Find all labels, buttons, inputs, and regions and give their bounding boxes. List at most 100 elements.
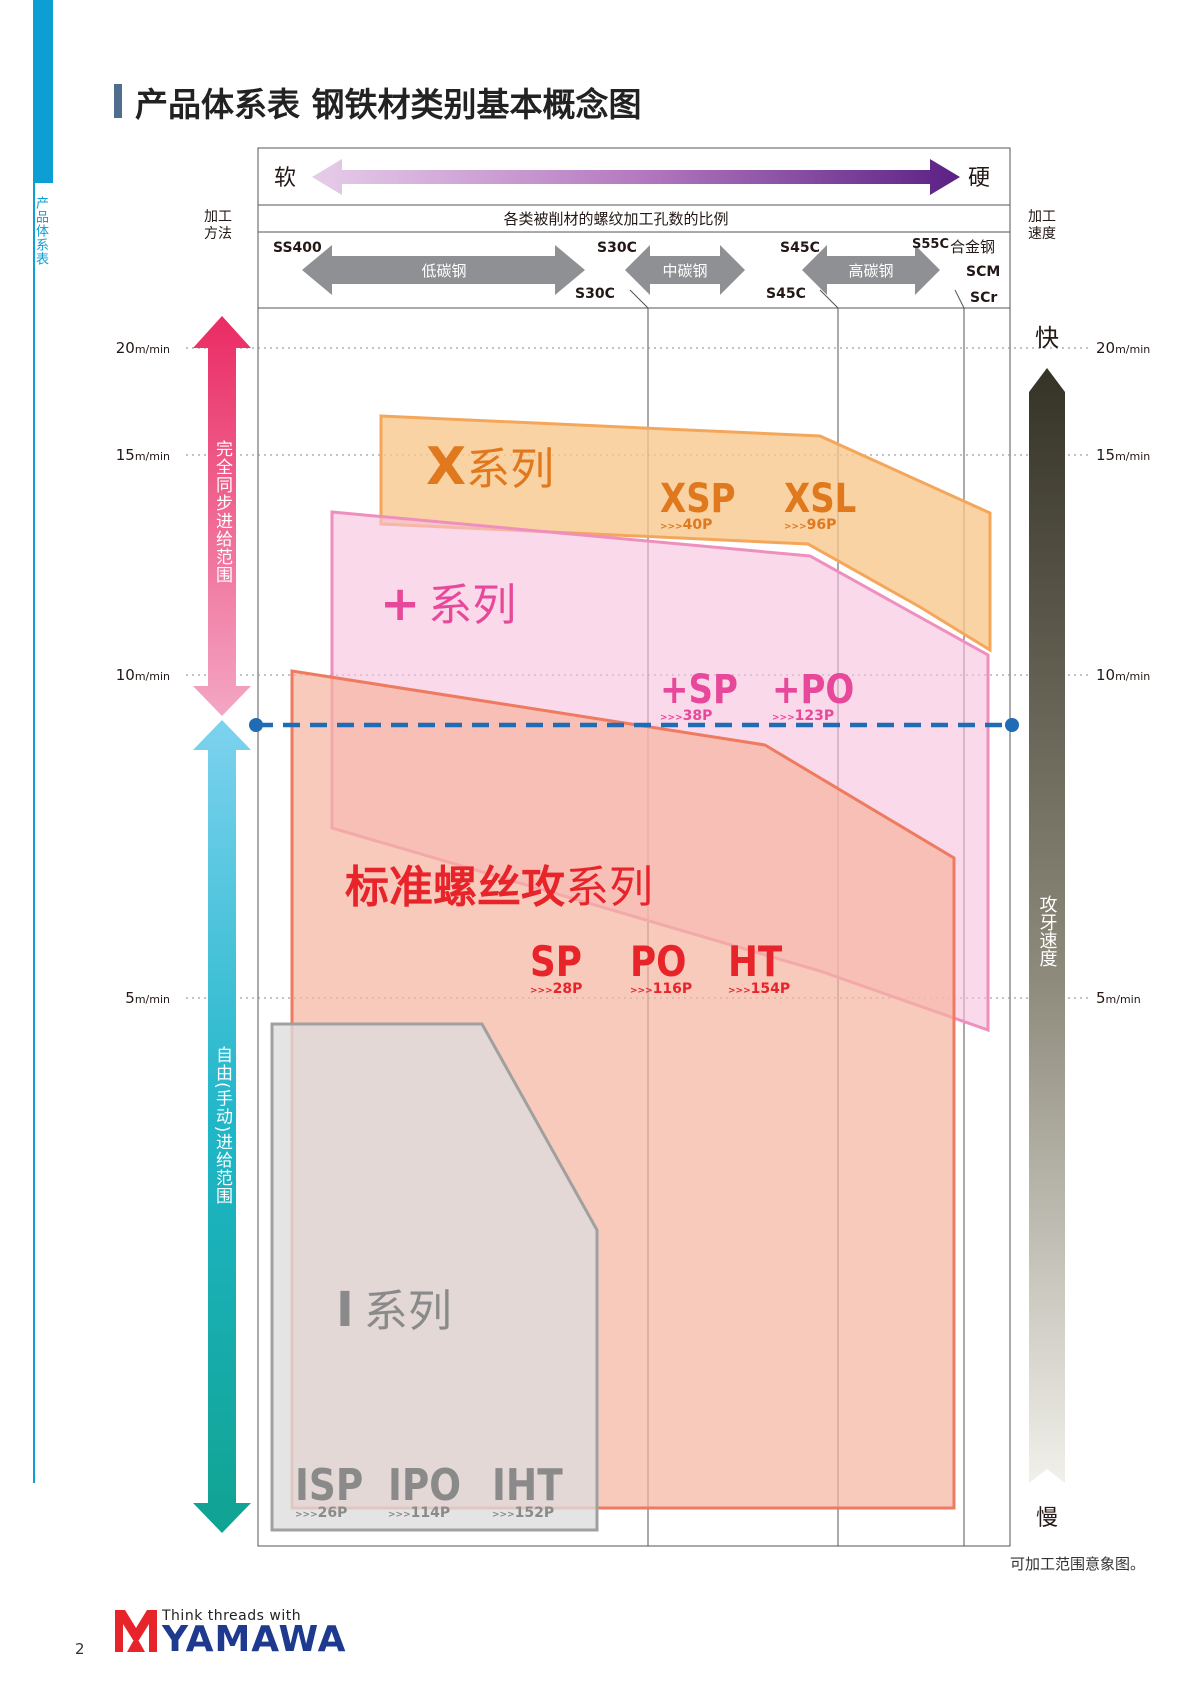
i-series-suffix: 系列 (364, 1286, 452, 1337)
speed-header-line1: 加工 (1028, 209, 1056, 225)
tick-left-15-value: 15 (116, 446, 135, 464)
tick-right-15: 15m/min (1096, 446, 1150, 464)
hardness-arrow (312, 159, 960, 195)
grade-s55c: S55C (912, 237, 949, 252)
tick-right-15-value: 15 (1096, 446, 1115, 464)
brand-name: YAMAWA (162, 1619, 347, 1660)
speed-slow-label: 慢 (1036, 1506, 1058, 1531)
tick-right-20: 20m/min (1096, 339, 1150, 357)
x-series-prefix: X (426, 437, 466, 497)
grade-s30c-top: S30C (597, 240, 637, 256)
speed-fast-label: 快 (1035, 324, 1059, 352)
product-plus-po-name: +PO (772, 666, 854, 712)
x-series-suffix: 系列 (466, 444, 554, 495)
tick-left-15: 15m/min (116, 446, 170, 464)
boundary-dot-right (1005, 718, 1019, 732)
product-xsl-name: XSL (784, 475, 856, 521)
tick-left-10-unit: m/min (135, 670, 170, 683)
tick-right-20-unit: m/min (1115, 343, 1150, 356)
product-plus-po-pitch-prefix: >>> (772, 713, 795, 723)
grade-scr: SCr (970, 290, 997, 306)
tick-right-20-value: 20 (1096, 339, 1115, 357)
product-ipo-pitch-prefix: >>> (388, 1510, 411, 1520)
page-number: 2 (75, 1640, 85, 1658)
product-plus-sp-name: +SP (660, 666, 738, 712)
standard-series-bold: 标准螺丝攻 (345, 862, 565, 913)
plus-series-prefix: + (380, 576, 420, 632)
sidebar-tab (33, 0, 53, 183)
x-series-title: X系列 (426, 437, 554, 497)
method-header: 加工方法 (204, 209, 232, 242)
product-po-name: PO (630, 938, 687, 986)
product-ipo-pitch: >>>114P (388, 1505, 450, 1521)
product-sp-name: SP (530, 938, 582, 986)
product-sp-pitch-prefix: >>> (530, 986, 553, 996)
grade-s45c-bottom: S45C (766, 286, 806, 302)
boundary-dot-left (249, 718, 263, 732)
mid-carbon-label: 中碳钢 (662, 262, 707, 280)
product-xsl-pitch-value: 96P (807, 517, 837, 533)
tick-left-10: 10m/min (116, 666, 170, 684)
product-ipo-name: IPO (388, 1459, 461, 1511)
label-hard: 硬 (968, 166, 990, 191)
method-header-line1: 加工 (204, 209, 232, 225)
tick-left-20-unit: m/min (135, 343, 170, 356)
tick-right-10-unit: m/min (1115, 670, 1150, 683)
product-ht-pitch-value: 154P (751, 981, 790, 997)
tick-right-5: 5m/min (1096, 989, 1141, 1007)
product-xsp-name: XSP (660, 475, 736, 521)
product-plus-sp-pitch-value: 38P (683, 708, 713, 724)
tick-left-10-value: 10 (116, 666, 135, 684)
sync-feed-label: 完全同步进给范围 (212, 440, 233, 584)
grade-s45c-top: S45C (780, 240, 820, 256)
low-carbon-arrow (302, 245, 585, 295)
product-isp-pitch: >>>26P (295, 1505, 347, 1521)
product-ht-pitch: >>>154P (728, 981, 790, 997)
sidebar-line (33, 183, 35, 1483)
product-po-pitch: >>>116P (630, 981, 692, 997)
product-iht-pitch-value: 152P (515, 1505, 554, 1521)
high-carbon-arrow (802, 245, 940, 295)
title-accent-bar (114, 84, 122, 118)
page-title: 产品体系表 钢铁材类别基本概念图 (135, 85, 642, 124)
speed-header: 加工速度 (1028, 209, 1056, 242)
product-isp-name: ISP (295, 1459, 363, 1511)
product-ht-pitch-prefix: >>> (728, 986, 751, 996)
method-header-line2: 方法 (204, 226, 232, 242)
tick-left-20: 20m/min (116, 339, 170, 357)
product-plus-po-pitch: >>>123P (772, 708, 834, 724)
product-xsp-pitch-value: 40P (683, 517, 713, 533)
footnote: 可加工范围意象图。 (1010, 1555, 1146, 1573)
product-xsl-pitch: >>>96P (784, 517, 836, 533)
tick-right-5-value: 5 (1096, 989, 1106, 1007)
i-series-prefix: I (336, 1282, 354, 1338)
tick-right-10: 10m/min (1096, 666, 1150, 684)
tick-left-5-value: 5 (125, 989, 135, 1007)
tick-left-5: 5m/min (125, 989, 170, 1007)
high-carbon-label: 高碳钢 (848, 262, 893, 280)
product-sp-pitch-value: 28P (553, 981, 583, 997)
speed-header-line2: 速度 (1028, 226, 1056, 242)
standard-series-suffix: 系列 (565, 862, 653, 913)
product-iht-pitch: >>>152P (492, 1505, 554, 1521)
speed-arrow (1029, 368, 1065, 1483)
i-series-region (270, 1022, 599, 1532)
tick-left-15-unit: m/min (135, 450, 170, 463)
brand-tagline: Think threads with (162, 1608, 302, 1624)
product-plus-po-pitch-value: 123P (795, 708, 834, 724)
tick-left-5-unit: m/min (135, 993, 170, 1006)
grade-s30c-bottom: S30C (575, 286, 615, 302)
ratio-title: 各类被削材的螺纹加工孔数的比例 (503, 210, 728, 228)
product-plus-sp-pitch-prefix: >>> (660, 713, 683, 723)
plus-series-suffix: 系列 (428, 580, 516, 631)
product-ht-name: HT (728, 938, 783, 986)
product-iht-pitch-prefix: >>> (492, 1510, 515, 1520)
product-po-pitch-prefix: >>> (630, 986, 653, 996)
free-feed-label: 自由(手动)进给范围 (212, 1046, 233, 1205)
tick-right-10-value: 10 (1096, 666, 1115, 684)
label-soft: 软 (274, 166, 296, 191)
product-xsp-pitch: >>>40P (660, 517, 712, 533)
tick-right-15-unit: m/min (1115, 450, 1150, 463)
standard-series-title: 标准螺丝攻系列 (345, 862, 653, 913)
